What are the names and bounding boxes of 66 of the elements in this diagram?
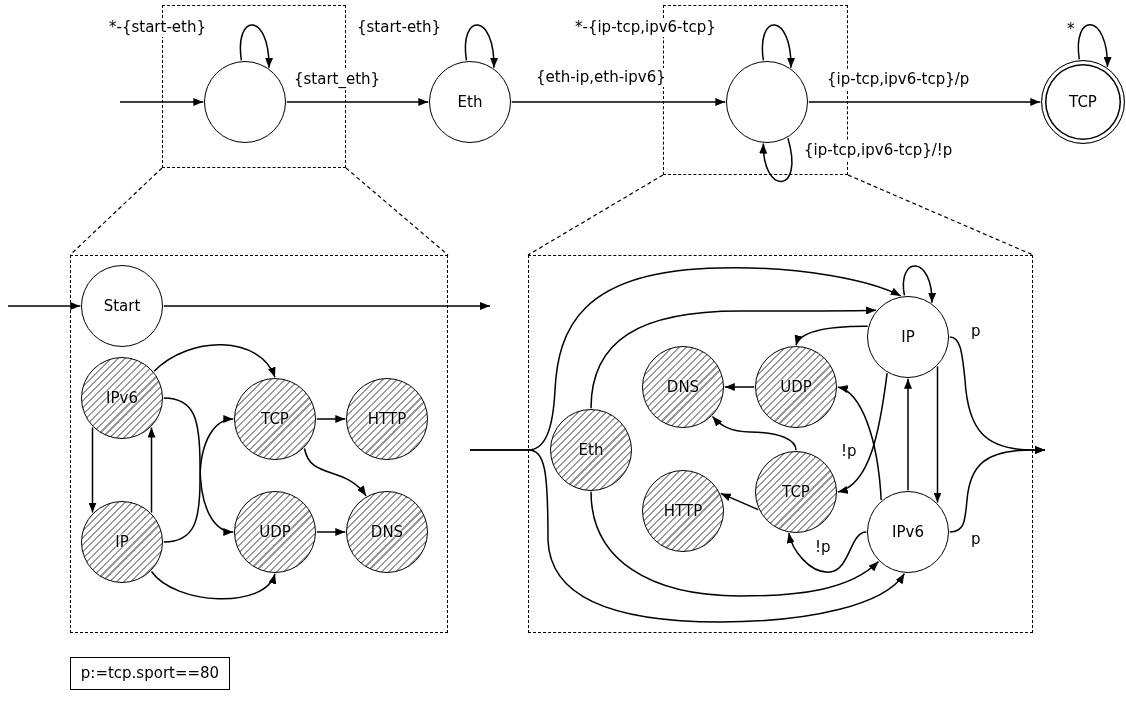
arrow: [590, 491, 880, 597]
edge-label: !p: [840, 442, 858, 461]
arrow: [163, 416, 235, 543]
zoom-projection-line: [847, 174, 1034, 256]
arrow: [7, 302, 82, 310]
state-label: Eth: [457, 92, 483, 112]
arrow: [163, 397, 235, 535]
arrow: [163, 302, 491, 310]
state-label: Eth: [578, 440, 604, 460]
arrow: [904, 378, 912, 492]
edge-label: *-{ip-tcp,ipv6-tcp}: [574, 18, 717, 37]
arrow: [933, 365, 942, 504]
arrow: [711, 415, 797, 452]
arrow: [316, 415, 347, 423]
arrow: [316, 528, 347, 536]
edge-label: {ip-tcp,ipv6-tcp}/p: [826, 70, 971, 89]
state-label: UDP: [259, 522, 291, 542]
edge-label: !p: [814, 538, 832, 557]
arrow: [150, 570, 276, 600]
state-label: TCP: [261, 409, 289, 429]
zoom-projection-line: [527, 174, 664, 256]
edge-label: {start-eth}: [356, 18, 443, 37]
arrow: [724, 383, 756, 391]
arrow: [511, 98, 727, 106]
arrow: [590, 306, 877, 410]
edge-label: *-{start-eth}: [108, 18, 207, 37]
state-label: HTTP: [663, 501, 703, 521]
state-label: TCP: [782, 482, 810, 502]
self-loop-arrow: [464, 24, 498, 69]
state-label: IPv6: [106, 388, 138, 408]
arrow: [286, 98, 430, 106]
arrow: [720, 492, 759, 511]
arrow: [147, 426, 156, 514]
zoom-projection-line: [345, 167, 449, 256]
self-loop-arrow: [239, 24, 273, 69]
arrow: [469, 449, 906, 623]
edge-label: {ip-tcp,ipv6-tcp}/!p: [803, 141, 954, 160]
self-loop-arrow: [1077, 24, 1112, 68]
arrow: [303, 447, 367, 497]
definition-text: p:=tcp.sport==80: [80, 664, 220, 683]
state-label: HTTP: [367, 409, 407, 429]
arrow: [153, 344, 276, 379]
state-label: DNS: [666, 377, 700, 397]
dashed-frame: [528, 255, 1033, 633]
arrow: [787, 531, 868, 573]
arrow: [88, 426, 97, 514]
self-loop-arrow: [761, 24, 795, 69]
state-label: TCP: [1069, 92, 1097, 112]
state-label: UDP: [780, 377, 812, 397]
state-label: DNS: [370, 522, 404, 542]
state-label: IP: [115, 532, 129, 552]
edge-label: {eth-ip,eth-ipv6}: [535, 68, 667, 87]
state-label: IPv6: [892, 522, 924, 542]
definition-box: [70, 657, 230, 690]
edge-label: {start_eth}: [293, 70, 382, 89]
arrow: [808, 98, 1042, 106]
arrow: [837, 372, 888, 493]
state-label: Start: [103, 296, 141, 316]
state-label: IP: [901, 327, 915, 347]
arrow: [795, 325, 869, 347]
self-loop-arrow: [759, 137, 793, 183]
arrow: [837, 386, 882, 501]
arrow: [119, 98, 205, 106]
dashed-frame: [70, 255, 448, 633]
arrow: [949, 446, 1046, 533]
self-loop-arrow: [902, 265, 936, 304]
